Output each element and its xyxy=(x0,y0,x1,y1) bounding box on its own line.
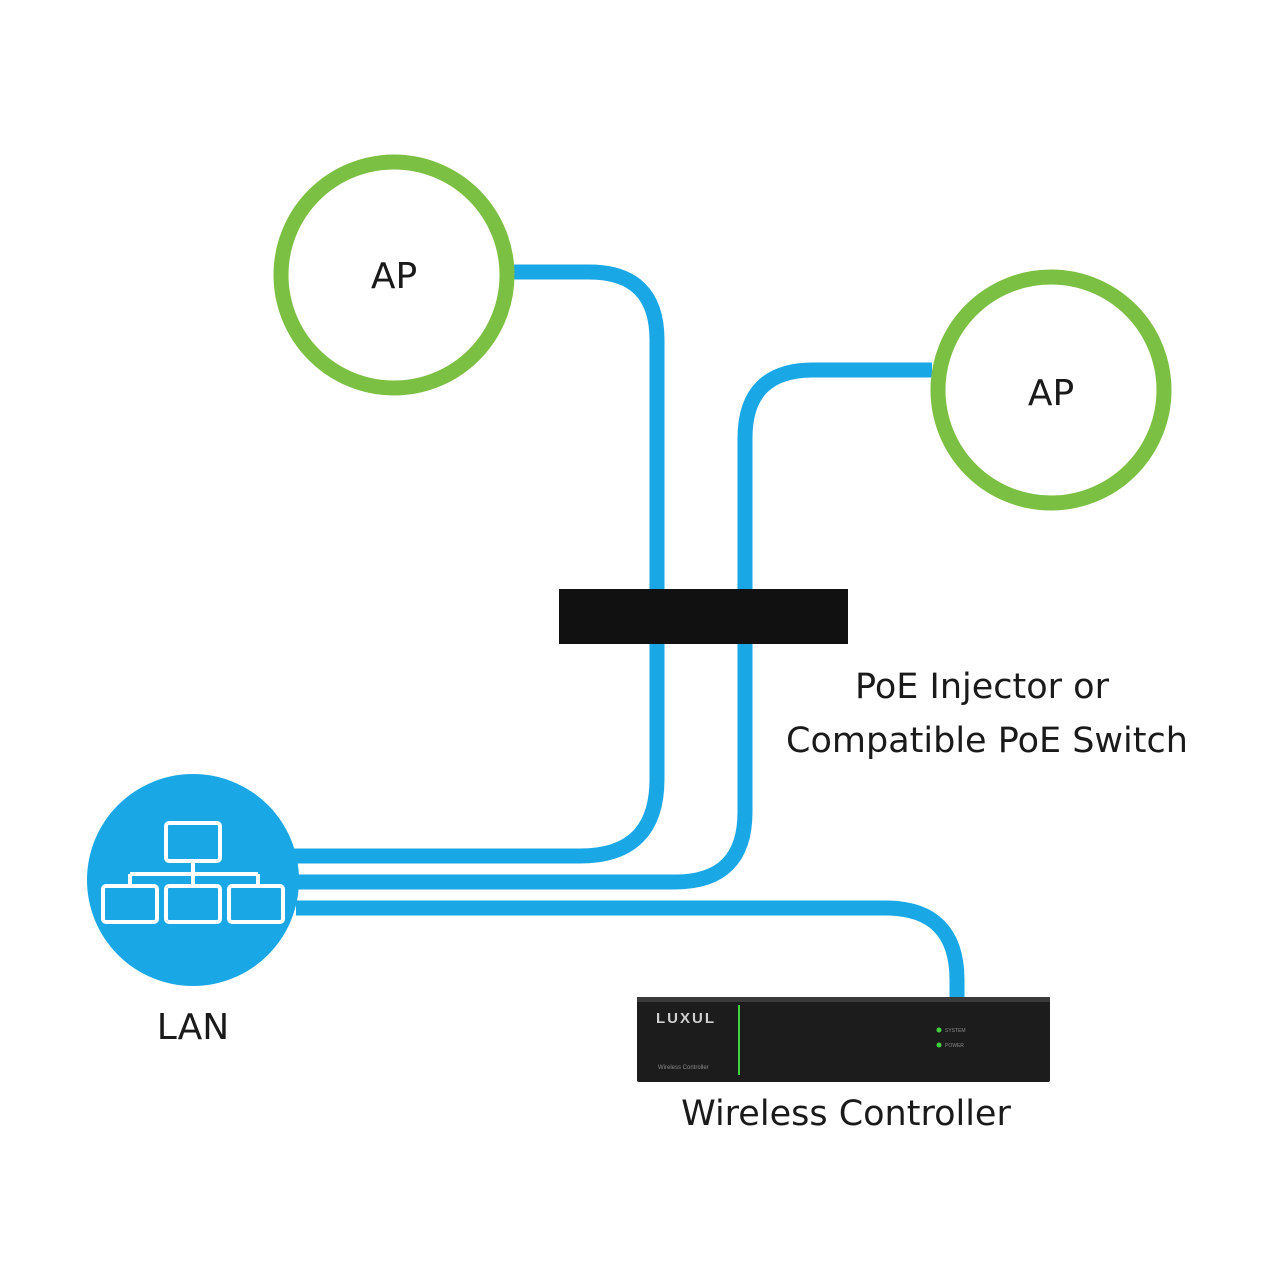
controller-label: Wireless Controller xyxy=(681,1094,1011,1134)
poe-label-line2: Compatible PoE Switch xyxy=(786,721,1188,761)
system-led xyxy=(936,1027,942,1033)
cable-lan-to-controller xyxy=(296,900,965,998)
power-led xyxy=(936,1042,942,1048)
network-hierarchy-icon xyxy=(101,821,285,924)
cable-lan-to-ap-left xyxy=(292,264,665,864)
ap-right-label: AP xyxy=(1028,373,1074,414)
wireless-controller-device: LUXUL SYSTEM POWER Wireless Controller xyxy=(637,997,1050,1082)
power-led-label: POWER xyxy=(945,1043,964,1049)
access-point-right: AP xyxy=(930,269,1172,511)
controller-body xyxy=(637,997,1050,1082)
poe-label-line1: PoE Injector or xyxy=(855,667,1110,707)
controller-brand-logo: LUXUL xyxy=(656,1010,716,1027)
poe-injector-box xyxy=(559,589,848,644)
controller-top-edge xyxy=(637,997,1050,1002)
ap-left-ring xyxy=(273,154,515,396)
lan-label: LAN xyxy=(157,1007,229,1048)
system-led-label: SYSTEM xyxy=(945,1028,966,1034)
ap-left-label: AP xyxy=(371,256,417,297)
access-point-left: AP xyxy=(273,154,515,396)
controller-model-caption: Wireless Controller xyxy=(658,1065,709,1071)
lan-node: LAN xyxy=(87,774,299,1048)
ap-right-ring xyxy=(930,269,1172,511)
